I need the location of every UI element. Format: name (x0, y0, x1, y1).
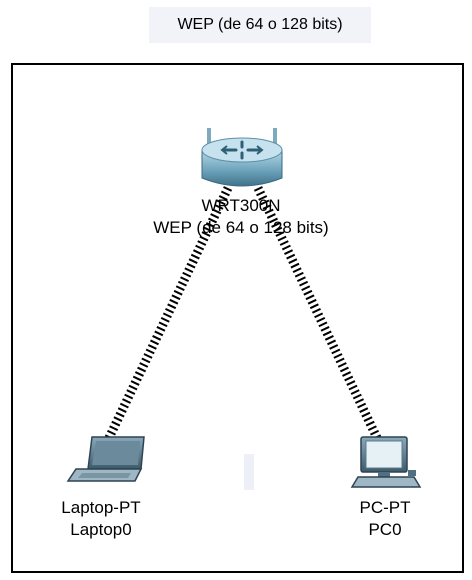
topology-title: WEP (de 64 o 128 bits) (177, 16, 343, 33)
pc-model-label: PC-PT (359, 498, 411, 517)
laptop-label: Laptop-PT Laptop0 (40, 497, 162, 541)
wireless-link-pc[interactable] (253, 186, 383, 442)
laptop-icon[interactable] (66, 436, 145, 482)
laptop-model-label: Laptop-PT (61, 498, 141, 517)
router-label: WRT300N WEP (de 64 o 128 bits) (100, 195, 382, 239)
wireless-router-icon[interactable] (201, 128, 283, 187)
laptop-name-label: Laptop0 (70, 520, 132, 539)
wireless-link-laptop[interactable] (103, 186, 233, 442)
router-name-label: WEP (de 64 o 128 bits) (153, 218, 329, 237)
desktop-pc-icon[interactable] (350, 436, 422, 488)
pc-label: PC-PT PC0 (330, 497, 440, 541)
topology-title-bar: WEP (de 64 o 128 bits) (149, 7, 371, 43)
selection-marker (244, 454, 254, 490)
router-model-label: WRT300N (201, 196, 281, 215)
pc-name-label: PC0 (368, 520, 402, 539)
